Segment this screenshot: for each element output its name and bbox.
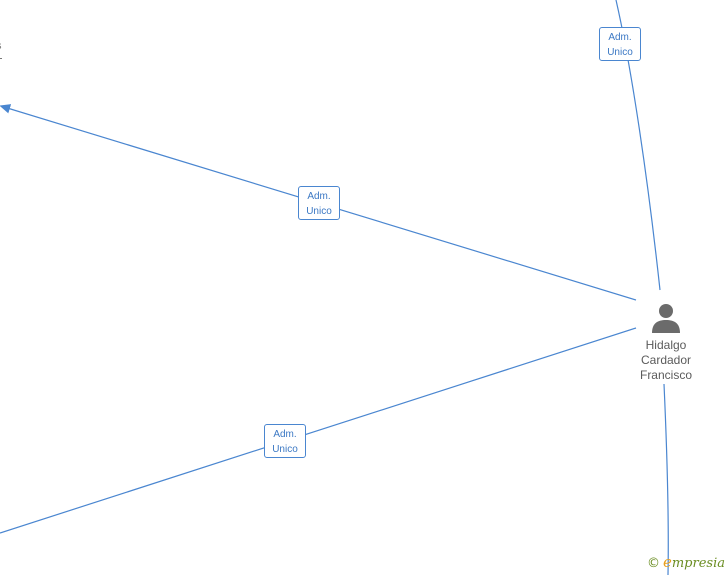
copyright-symbol: ©	[646, 556, 660, 571]
person-name-line1: Hidalgo	[645, 338, 687, 352]
brand-watermark: ©empresia	[647, 553, 725, 571]
edge-label-role-line2: Unico	[607, 47, 633, 58]
edge-lower-left	[0, 327, 637, 534]
edge-label-top[interactable]: Adm. Unico	[599, 27, 641, 61]
offscreen-node-text: s	[0, 40, 2, 52]
person-node[interactable]: Hidalgo Cardador Francisco	[623, 302, 709, 383]
person-icon	[652, 304, 680, 333]
edge-label-role-line1: Adm.	[273, 429, 297, 440]
edge-label-role-line1: Adm.	[307, 191, 331, 202]
edge-label-role-line2: Unico	[306, 206, 332, 217]
edge-label-role-line2: Unico	[272, 444, 298, 455]
edge-bottom	[663, 383, 669, 575]
edge-label-role-line1: Adm.	[608, 32, 632, 43]
edge-label-lower-left[interactable]: Adm. Unico	[264, 424, 306, 458]
offscreen-node-underline	[0, 58, 2, 59]
brand-logo-initial: e	[662, 553, 672, 571]
edge-label-left[interactable]: Adm. Unico	[298, 186, 340, 220]
person-name-line2: Cardador	[640, 353, 692, 367]
brand-logo-text: mpresia	[671, 556, 725, 571]
person-name-line3: Francisco	[639, 368, 692, 382]
offscreen-node-label: s	[0, 40, 2, 59]
